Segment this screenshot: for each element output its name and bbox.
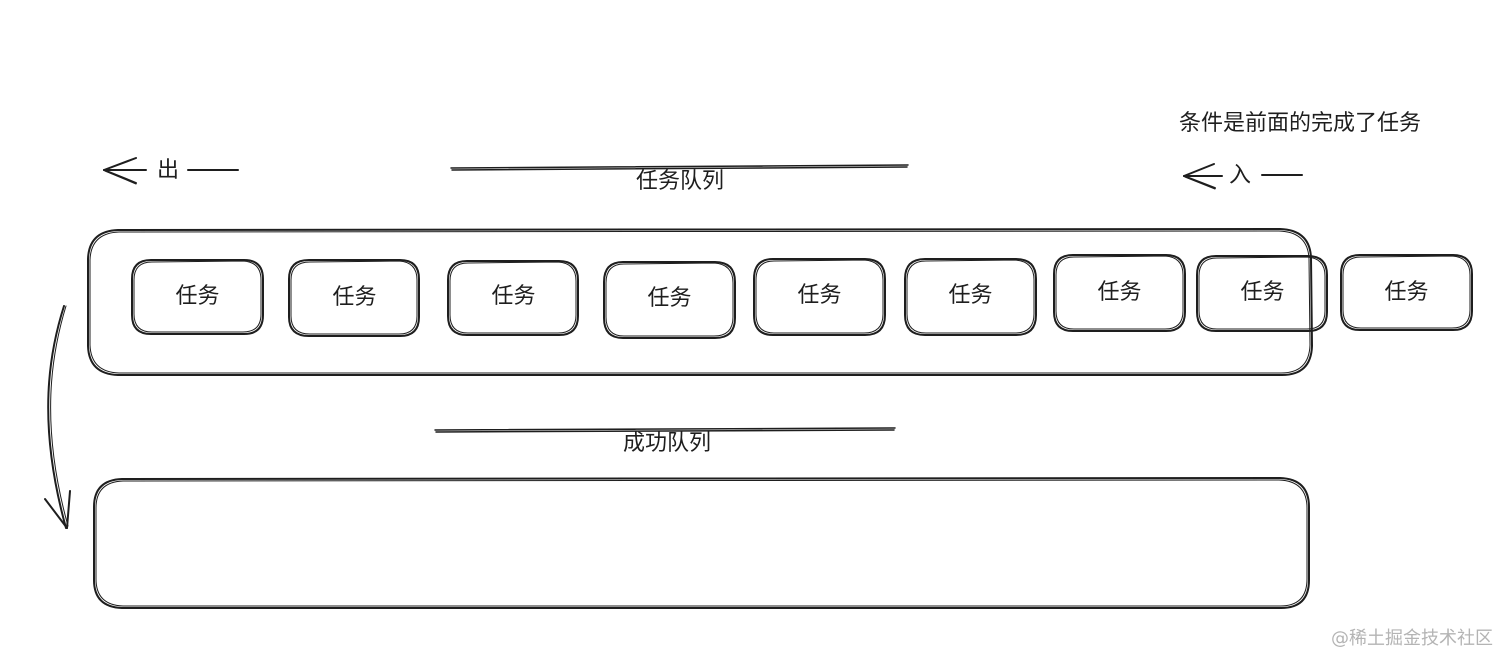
task-box-8	[1196, 255, 1328, 332]
task-box-2	[288, 259, 420, 337]
task-label-7: 任务	[1097, 280, 1142, 305]
task-queue-heading-rule	[450, 164, 909, 171]
task-label-6: 任务	[948, 283, 993, 308]
in-arrow-icon	[1183, 163, 1303, 190]
task-label-4: 任务	[647, 286, 692, 311]
out-arrow-icon	[103, 157, 239, 185]
task-box-7	[1053, 254, 1186, 332]
transfer-arrow-icon	[44, 305, 71, 529]
task-queue-container	[87, 228, 1313, 376]
task-queue-title: 任务队列	[636, 169, 725, 194]
watermark: @稀土掘金技术社区	[1331, 628, 1493, 649]
success-queue-container	[93, 477, 1310, 609]
task-label-9: 任务	[1384, 280, 1429, 305]
task-label-2: 任务	[332, 285, 377, 310]
task-box-5	[753, 258, 886, 336]
task-box-4	[603, 261, 736, 339]
task-box-1	[131, 259, 264, 335]
task-box-6	[904, 258, 1037, 336]
in-label: 入	[1229, 163, 1252, 188]
out-label: 出	[157, 158, 180, 183]
task-label-5: 任务	[797, 283, 842, 308]
task-box-3	[447, 260, 579, 336]
task-box-9	[1340, 254, 1473, 331]
task-label-3: 任务	[491, 284, 536, 309]
task-label-8: 任务	[1240, 280, 1285, 305]
task-label-1: 任务	[175, 284, 220, 309]
success-queue-title: 成功队列	[623, 431, 712, 456]
success-queue-heading-rule	[434, 427, 896, 433]
condition-note: 条件是前面的完成了任务	[1179, 111, 1422, 136]
